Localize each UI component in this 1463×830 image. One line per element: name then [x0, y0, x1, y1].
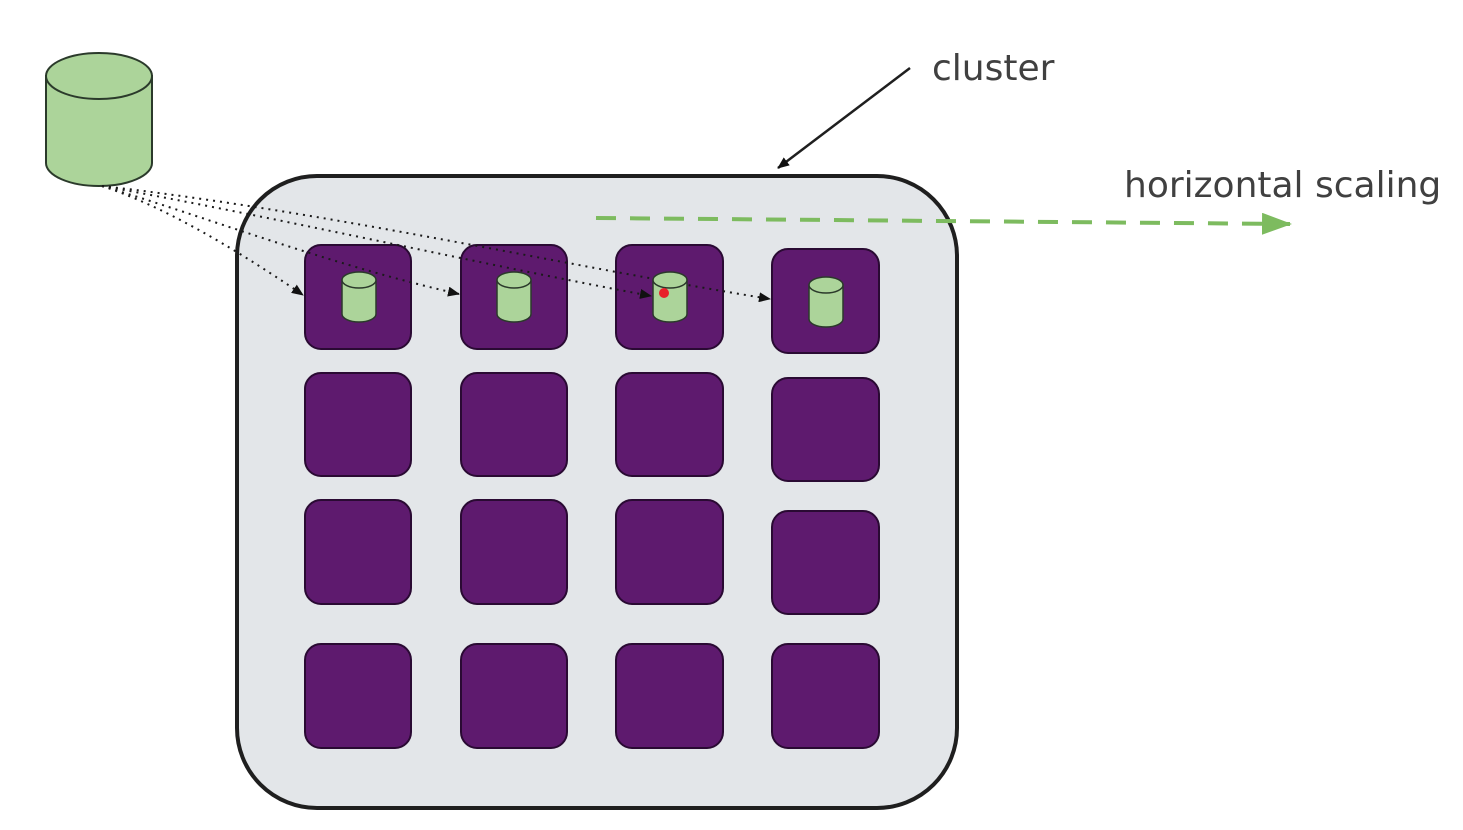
cluster-node	[460, 372, 568, 477]
cluster-node	[615, 643, 724, 749]
source-database-icon	[45, 52, 153, 187]
cluster-label: cluster	[932, 48, 1055, 89]
cluster-node	[615, 499, 724, 605]
cluster-node	[460, 499, 568, 605]
horizontal-scaling-label: horizontal scaling	[1124, 165, 1441, 206]
cluster-node	[304, 499, 412, 605]
cluster-node	[771, 643, 880, 749]
distribution-arrows	[101, 185, 771, 303]
node-grid	[304, 244, 880, 749]
cluster-node	[304, 643, 412, 749]
cluster-node	[304, 372, 412, 477]
node-database-icon	[808, 276, 844, 328]
cluster-node	[615, 372, 724, 477]
cluster-pointer-arrow	[777, 67, 911, 169]
cluster-node	[771, 510, 880, 615]
pointer-dot	[659, 288, 669, 298]
node-database-icon	[496, 271, 532, 323]
node-database-icon	[341, 271, 377, 323]
node-database-icon	[652, 271, 688, 323]
cluster-node	[460, 643, 568, 749]
horizontal-scaling-arrow	[595, 212, 1292, 235]
cluster-node	[771, 377, 880, 482]
